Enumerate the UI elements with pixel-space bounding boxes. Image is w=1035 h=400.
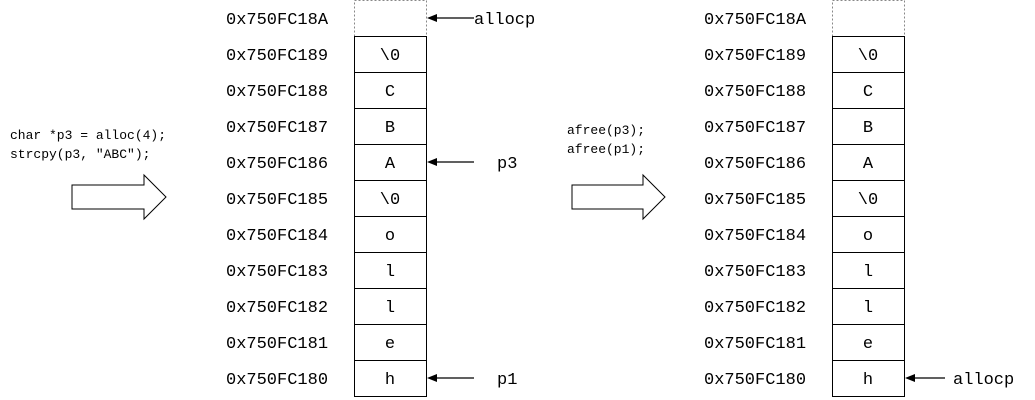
code-line: char *p3 = alloc(4); xyxy=(10,128,166,143)
cell-value: h xyxy=(385,371,395,390)
code-before: char *p3 = alloc(4); strcpy(p3, "ABC"); xyxy=(10,128,166,162)
address-label: 0x750FC188 xyxy=(226,83,328,102)
cell-value: l xyxy=(385,263,395,282)
cell-value: C xyxy=(385,83,395,102)
memory-cell xyxy=(832,108,905,145)
pointer-label: p1 xyxy=(497,371,517,390)
memory-cell xyxy=(832,360,905,397)
code-line: strcpy(p3, "ABC"); xyxy=(10,147,150,162)
memory-cell xyxy=(832,288,905,325)
address-label: 0x750FC180 xyxy=(226,371,328,390)
cell-value: A xyxy=(863,155,874,174)
cell-value: \0 xyxy=(380,47,400,66)
pointer-arrowhead xyxy=(905,374,915,382)
memory-cell xyxy=(354,360,427,397)
cell-value: B xyxy=(863,119,873,138)
memory-cell xyxy=(832,324,905,361)
code-after: afree(p3); afree(p1); xyxy=(567,123,645,157)
address-label: 0x750FC185 xyxy=(226,191,328,210)
address-label: 0x750FC184 xyxy=(226,227,328,246)
address-label: 0x750FC183 xyxy=(226,263,328,282)
pointer-label: p3 xyxy=(497,155,517,174)
cell-value: B xyxy=(385,119,395,138)
cell-value: e xyxy=(863,335,873,354)
memory-cell xyxy=(354,288,427,325)
memory-cell xyxy=(832,0,905,37)
address-label: 0x750FC187 xyxy=(226,119,328,138)
cell-value: l xyxy=(385,299,395,318)
cell-value: h xyxy=(863,371,873,390)
memory-cell xyxy=(832,144,905,181)
address-label: 0x750FC180 xyxy=(704,371,806,390)
address-label: 0x750FC189 xyxy=(704,47,806,66)
address-label: 0x750FC18A xyxy=(704,11,807,30)
address-label: 0x750FC186 xyxy=(226,155,328,174)
pointer-arrowhead xyxy=(427,374,437,382)
memory-cell xyxy=(354,36,427,73)
code-line: afree(p1); xyxy=(567,142,645,157)
address-label: 0x750FC181 xyxy=(704,335,806,354)
pointer-arrowhead xyxy=(427,158,437,166)
cell-value: C xyxy=(863,83,873,102)
cell-value: l xyxy=(863,299,873,318)
pointer-arrowhead xyxy=(427,14,437,22)
address-label: 0x750FC182 xyxy=(704,299,806,318)
cell-value: \0 xyxy=(858,191,878,210)
pointer-label: allocp xyxy=(953,371,1014,390)
address-label: 0x750FC187 xyxy=(704,119,806,138)
memory-cell xyxy=(832,252,905,289)
memory-cell xyxy=(354,0,427,37)
pointer-label: allocp xyxy=(474,11,535,30)
address-label: 0x750FC186 xyxy=(704,155,806,174)
memory-column-before: 0x750FC18A 0x750FC189 \0 0x750FC188 C 0x750FC… xyxy=(226,0,535,397)
code-line: afree(p3); xyxy=(567,123,645,138)
cell-value: l xyxy=(863,263,873,282)
cell-value: A xyxy=(385,155,396,174)
cell-value: \0 xyxy=(380,191,400,210)
address-label: 0x750FC189 xyxy=(226,47,328,66)
transition-arrow xyxy=(71,173,167,221)
address-label: 0x750FC185 xyxy=(704,191,806,210)
memory-cell xyxy=(354,216,427,253)
address-label: 0x750FC184 xyxy=(704,227,806,246)
cell-value: e xyxy=(385,335,395,354)
memory-column-after: 0x750FC18A 0x750FC189 \0 0x750FC188 C 0x750FC… xyxy=(704,0,1014,397)
memory-cell xyxy=(832,216,905,253)
cell-value: o xyxy=(385,227,395,246)
address-label: 0x750FC18A xyxy=(226,11,329,30)
memory-cell xyxy=(832,72,905,109)
address-label: 0x750FC182 xyxy=(226,299,328,318)
address-label: 0x750FC181 xyxy=(226,335,328,354)
memory-cell xyxy=(354,72,427,109)
address-label: 0x750FC183 xyxy=(704,263,806,282)
transition-arrow xyxy=(571,173,666,221)
memory-cell xyxy=(354,108,427,145)
memory-cell xyxy=(354,144,427,181)
cell-value: \0 xyxy=(858,47,878,66)
address-label: 0x750FC188 xyxy=(704,83,806,102)
cell-value: o xyxy=(863,227,873,246)
memory-cell xyxy=(832,180,905,217)
